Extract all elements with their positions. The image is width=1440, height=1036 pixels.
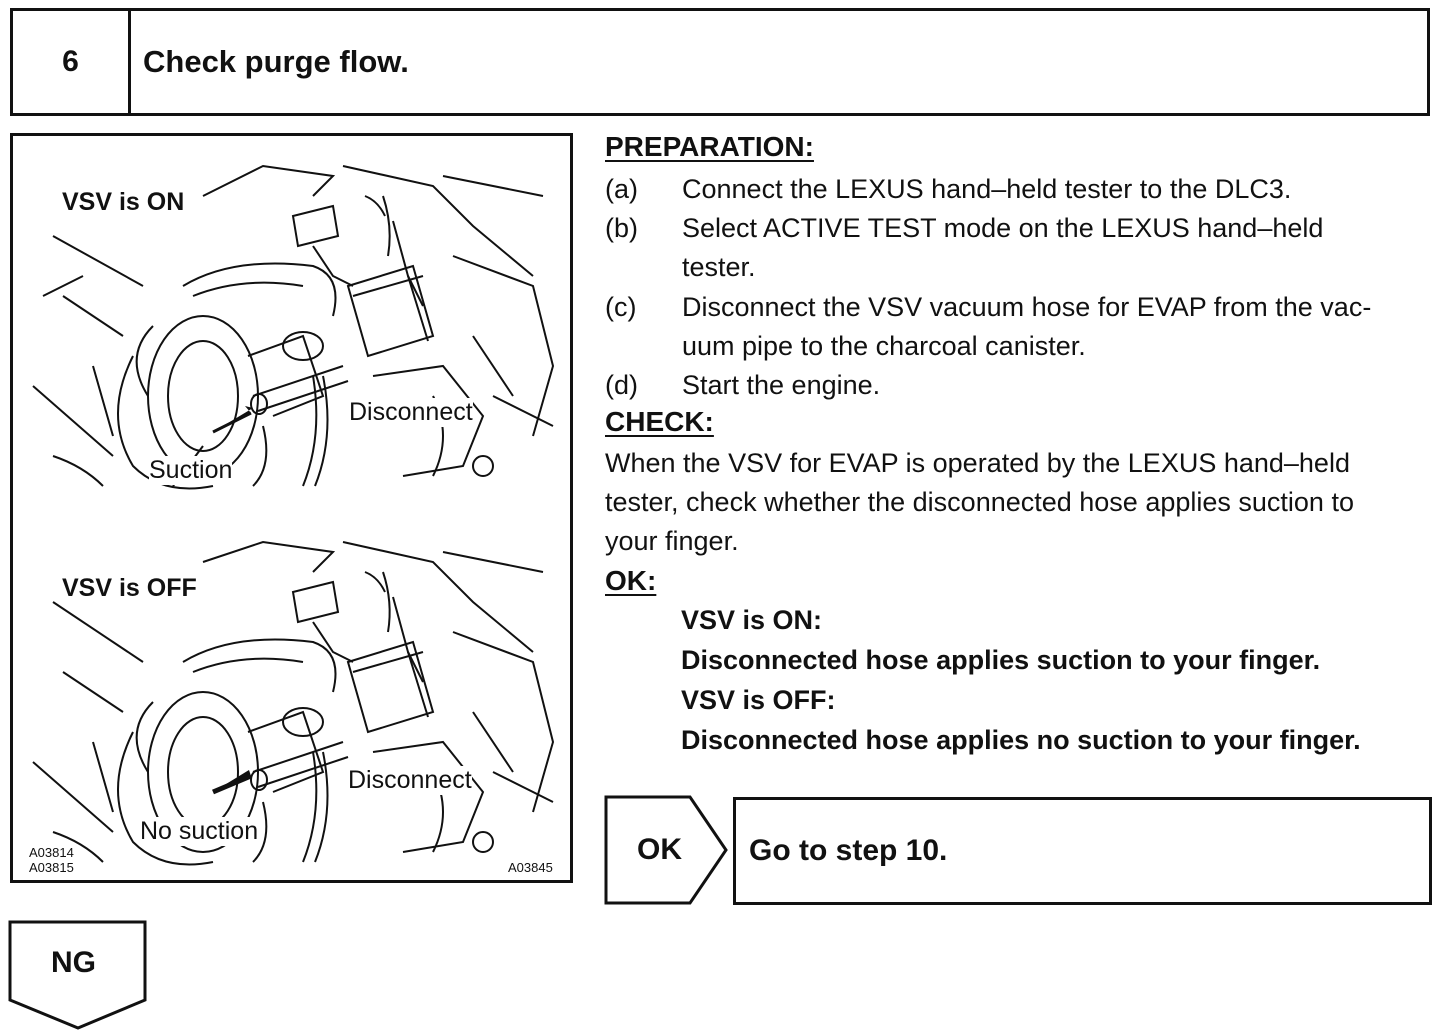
prep-item-d: (d) Start the engine. (605, 366, 880, 405)
disconnect-label-top: Disconnect (349, 398, 473, 427)
vsv-off-label: VSV is OFF (62, 574, 197, 602)
prep-item-text: Start the engine. (682, 370, 881, 400)
engine-bottom-view (32, 540, 555, 866)
no-suction-label: No suction (140, 817, 259, 846)
prep-item-text-cont: tester. (682, 252, 756, 282)
prep-item-marker: (c) (605, 292, 637, 322)
ok-criteria-line: VSV is OFF: (681, 685, 836, 715)
prep-item-text-cont: uum pipe to the charcoal canister. (682, 331, 1086, 361)
ok-result-marker (604, 795, 728, 905)
prep-item-marker: (d) (605, 370, 638, 400)
vsv-on-label: VSV is ON (62, 188, 185, 216)
figure-code-left-2: A03815 (29, 860, 74, 875)
figure-code-right: A03845 (508, 860, 553, 875)
engine-drawing (32, 164, 555, 866)
ng-result-marker (8, 920, 147, 1030)
ok-criteria-line: VSV is ON: (681, 605, 823, 635)
suction-label: Suction (149, 456, 233, 485)
ok-criteria-line: Disconnected hose applies suction to you… (681, 645, 1321, 675)
step-header: 6 Check purge flow. (10, 8, 1430, 116)
prep-item-marker: (b) (605, 213, 638, 243)
ng-result-label: NG (51, 946, 96, 979)
check-line: tester, check whether the disconnected h… (605, 487, 1354, 517)
prep-item-text: Connect the LEXUS hand–held tester to th… (682, 174, 1292, 204)
figure-code-left-1: A03814 (29, 845, 74, 860)
prep-item-text: Disconnect the VSV vacuum hose for EVAP … (682, 292, 1372, 322)
check-heading: CHECK: (605, 406, 714, 437)
engine-illustration: VSV is ON Disconnect Suction VSV is OFF … (10, 133, 573, 883)
arrow-on (213, 406, 253, 432)
arrow-off-line (212, 773, 252, 795)
preparation-heading: PREPARATION: (605, 131, 814, 162)
go-to-step-text: Go to step 10. (749, 834, 948, 867)
step-number: 6 (13, 11, 131, 113)
ok-heading: OK: (605, 565, 657, 596)
prep-item-c: (c) Disconnect the VSV vacuum hose for EV… (605, 288, 1371, 366)
step-title: Check purge flow. (143, 44, 409, 79)
prep-item-b: (b) Select ACTIVE TEST mode on the LEXUS … (605, 209, 1323, 287)
ok-result-label: OK (637, 833, 682, 866)
check-line: your finger. (605, 526, 739, 556)
prep-item-marker: (a) (605, 174, 638, 204)
instructions: PREPARATION: (a) Connect the LEXUS hand–h… (605, 128, 1440, 768)
disconnect-label-bottom: Disconnect (348, 766, 472, 795)
ok-result-action: Go to step 10. (733, 797, 1432, 905)
prep-item-a: (a) Connect the LEXUS hand–held tester to… (605, 170, 1291, 209)
prep-item-text: Select ACTIVE TEST mode on the LEXUS han… (682, 213, 1324, 243)
ok-criteria-line: Disconnected hose applies no suction to … (681, 725, 1361, 755)
arrow-on-line (212, 411, 252, 434)
check-line: When the VSV for EVAP is operated by the… (605, 448, 1350, 478)
